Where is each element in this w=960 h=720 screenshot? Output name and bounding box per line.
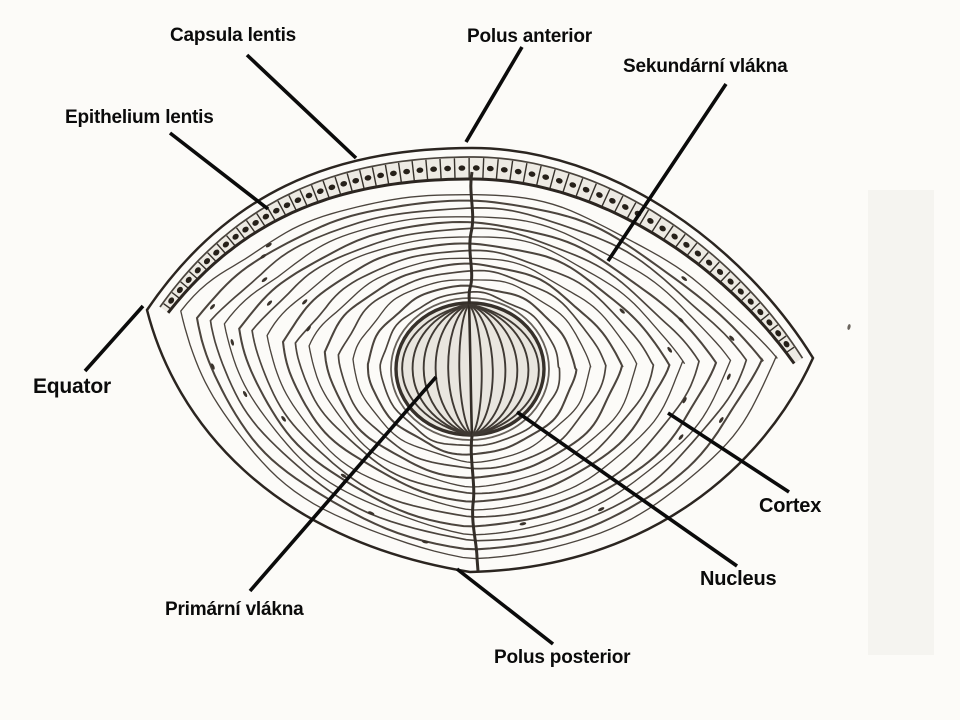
label-nucleus: Nucleus: [700, 568, 777, 590]
label-polus-anterior: Polus anterior: [467, 26, 592, 47]
leader-equator: [83, 304, 145, 373]
leader-cortex: [667, 411, 790, 494]
label-cortex: Cortex: [759, 495, 822, 517]
leader-polus-anterior: [464, 46, 524, 143]
leader-sekundarni-vlakna: [606, 83, 728, 262]
label-epithelium-lentis: Epithelium lentis: [65, 107, 214, 128]
label-capsula-lentis: Capsula lentis: [170, 25, 297, 46]
label-primarni-vlakna: Primární vlákna: [165, 599, 304, 620]
leader-nucleus: [515, 410, 739, 568]
leader-lines: [83, 46, 790, 646]
leader-primarni-vlakna: [248, 375, 438, 593]
leader-capsula-lentis: [245, 53, 358, 160]
lens-structures: [145, 146, 934, 655]
label-polus-posterior: Polus posterior: [494, 647, 631, 668]
leader-epithelium-lentis: [168, 131, 270, 211]
leader-polus-posterior: [455, 567, 555, 646]
label-sekundarni-vlakna: Sekundární vlákna: [623, 56, 788, 77]
label-equator: Equator: [33, 375, 111, 398]
